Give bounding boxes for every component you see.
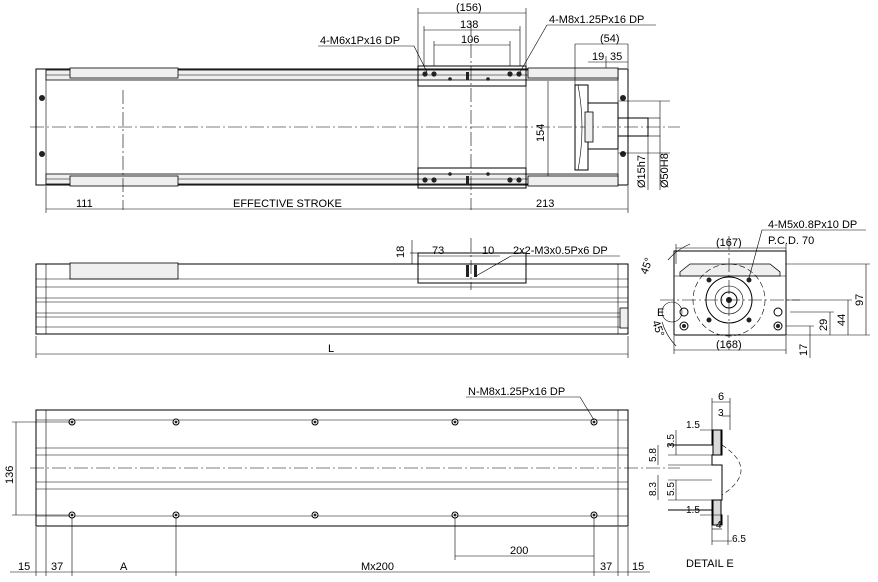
bottom-view: N-M8x1.25Px16 DP 136 200 15 37 A Mx200 3… bbox=[4, 386, 680, 576]
dim-a: A bbox=[120, 561, 128, 573]
dim-15-right: 15 bbox=[632, 561, 644, 573]
dim-37-left: 37 bbox=[51, 561, 63, 573]
dim-18: 18 bbox=[395, 246, 407, 258]
dim-5-5: 5.5 bbox=[666, 482, 677, 496]
dim-37-right: 37 bbox=[600, 561, 612, 573]
dim-136: 136 bbox=[4, 466, 16, 484]
dim-6: 6 bbox=[718, 391, 724, 403]
callout-m5: 4-M5x0.8Px10 DP bbox=[768, 219, 857, 231]
side-view: 18 73 10 2x2-M3x0.5Px6 DP L bbox=[35, 238, 629, 358]
dim-17: 17 bbox=[798, 344, 810, 356]
callout-m8: 4-M8x1.25Px16 DP bbox=[549, 14, 644, 26]
dim-15-left: 15 bbox=[18, 561, 30, 573]
carriage-hole bbox=[431, 71, 437, 77]
dim-35: 35 bbox=[610, 51, 622, 63]
dim-111: 111 bbox=[76, 198, 93, 210]
carriage-hole bbox=[422, 177, 428, 183]
dim-3: 3 bbox=[718, 408, 724, 419]
callout-n-m8: N-M8x1.25Px16 DP bbox=[468, 386, 565, 398]
dim-5-8: 5.8 bbox=[648, 448, 659, 462]
carriage-hole bbox=[422, 71, 428, 77]
dim-200: 200 bbox=[510, 545, 528, 557]
top-view: (156) 138 106 4-M6x1Px16 DP 4-M8x1.25Px1… bbox=[30, 2, 680, 213]
dim-154: 154 bbox=[535, 124, 547, 142]
dim-10: 10 bbox=[482, 245, 494, 257]
dim-mx200: Mx200 bbox=[361, 561, 394, 573]
carriage-top-lower bbox=[417, 167, 527, 189]
carriage-top-upper bbox=[417, 65, 527, 87]
detail-label: DETAIL E bbox=[686, 558, 734, 570]
dim-167: (167) bbox=[716, 237, 742, 249]
dim-106: 106 bbox=[461, 34, 479, 46]
carriage-hole bbox=[431, 177, 437, 183]
end-hole bbox=[620, 95, 626, 101]
carriage-hole bbox=[507, 177, 513, 183]
dim-54: (54) bbox=[600, 33, 620, 45]
callout-m3: 2x2-M3x0.5Px6 DP bbox=[513, 245, 608, 257]
detail-e: 6 3 1.5 3.5 5.8 5.5 8.3 1.5 4 6.5 DETAIL… bbox=[648, 391, 746, 570]
dim-156: (156) bbox=[456, 2, 482, 14]
dim-effective-stroke: EFFECTIVE STROKE bbox=[233, 198, 342, 210]
dim-19: 19 bbox=[592, 51, 604, 63]
dim-3-5: 3.5 bbox=[666, 434, 677, 448]
carriage-hole bbox=[516, 177, 522, 183]
dim-138: 138 bbox=[460, 19, 478, 31]
dim-44: 44 bbox=[836, 314, 848, 326]
top-cover-left-upper bbox=[69, 67, 179, 79]
dim-213: 213 bbox=[536, 198, 554, 210]
bottom-holes bbox=[68, 418, 598, 519]
angle-top: 45° bbox=[639, 256, 656, 276]
angle-bottom: 45° bbox=[649, 319, 666, 339]
side-carriage bbox=[417, 252, 527, 284]
dim-shaft: Ø15h7 bbox=[636, 155, 648, 188]
dim-29: 29 bbox=[818, 319, 830, 331]
dim-1-5-bottom: 1.5 bbox=[686, 505, 700, 516]
top-cover-right-upper bbox=[527, 67, 619, 79]
motor-coupling-outline bbox=[574, 84, 589, 171]
carriage-hole bbox=[507, 71, 513, 77]
top-cover-left-lower bbox=[69, 175, 179, 187]
dim-flange: Ø50H8 bbox=[659, 153, 671, 188]
end-hole bbox=[39, 95, 45, 101]
end-view: E 45° 45° (167) (168) 4-M5x0.8Px10 DP P.… bbox=[639, 219, 870, 358]
dim-168: (168) bbox=[716, 339, 742, 351]
dim-4: 4 bbox=[716, 520, 722, 531]
carriage-hole bbox=[516, 71, 522, 77]
dim-8-3: 8.3 bbox=[648, 482, 659, 496]
detail-e-marker: E bbox=[657, 307, 664, 319]
dim-length: L bbox=[328, 343, 334, 355]
dim-1-5-top: 1.5 bbox=[686, 420, 700, 431]
callout-m6: 4-M6x1Px16 DP bbox=[320, 35, 400, 47]
end-hole bbox=[620, 151, 626, 157]
top-cover-right-lower bbox=[527, 175, 619, 187]
dim-97: 97 bbox=[854, 294, 866, 306]
end-hole bbox=[39, 151, 45, 157]
dim-73: 73 bbox=[432, 245, 444, 257]
detail-e-circle bbox=[661, 301, 683, 323]
callout-pcd: P.C.D. 70 bbox=[768, 235, 814, 247]
dim-6-5: 6.5 bbox=[732, 534, 746, 545]
